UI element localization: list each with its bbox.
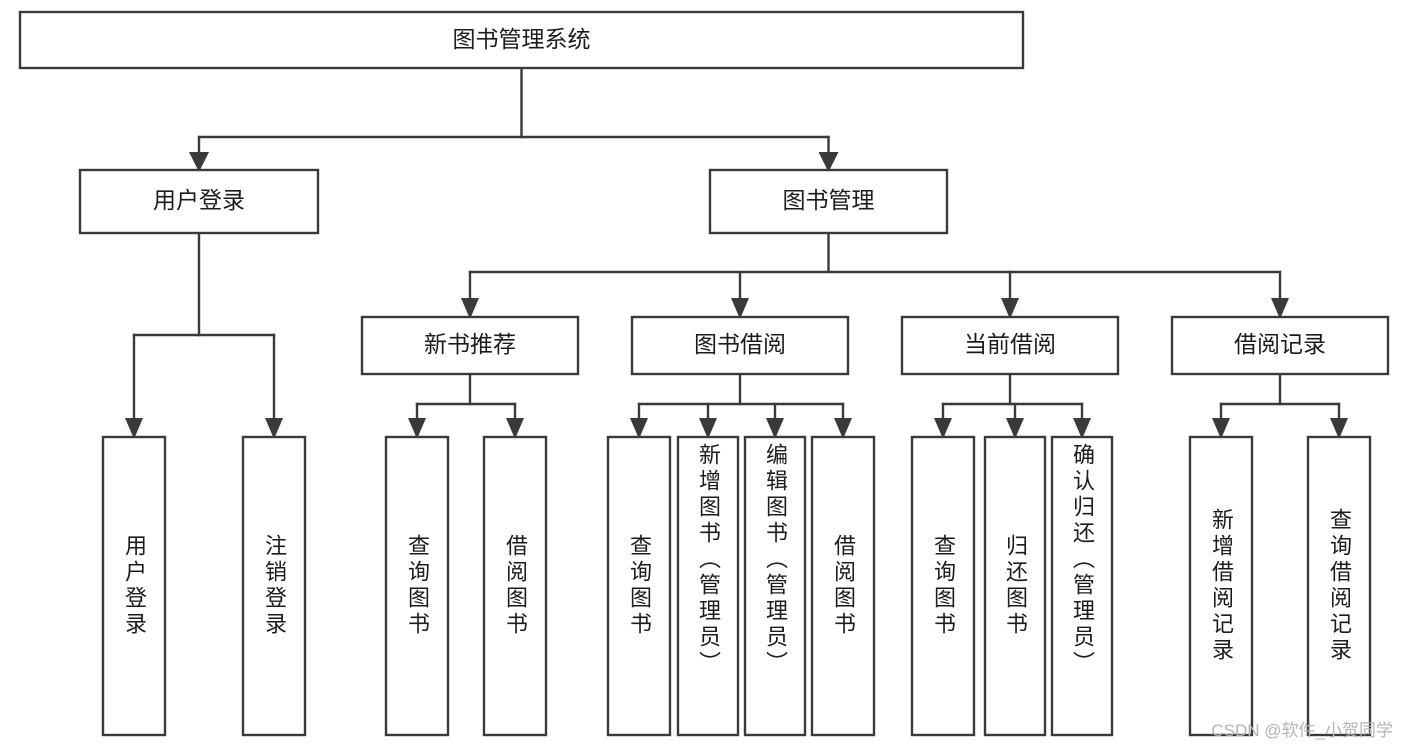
- node-current-borrow[interactable]: 当前借阅: [900, 315, 1120, 376]
- node-leaf-query-book-rec-box[interactable]: [384, 435, 450, 737]
- node-leaf-add-book-admin-label: 新增图书（管理员）: [696, 443, 721, 677]
- node-leaf-return-book[interactable]: [983, 435, 1047, 737]
- arrow-to-book-manage: [818, 152, 839, 172]
- node-leaf-add-book-admin[interactable]: [676, 435, 740, 737]
- leaf-label-wrap-add-borrow-record: 新增借阅记录: [1209, 508, 1234, 664]
- node-leaf-add-borrow-record-label: 新增借阅记录: [1209, 508, 1234, 664]
- node-leaf-add-borrow-record[interactable]: [1188, 435, 1254, 737]
- leaf-label-wrap-edit-book-admin: 编辑图书（管理员）: [763, 443, 788, 677]
- leaf-label-wrap-borrow-book-rec: 借阅图书: [503, 534, 528, 638]
- node-leaf-query-book-cb-box[interactable]: [910, 435, 976, 737]
- arrow-to-leaf-return-book: [1006, 418, 1024, 439]
- leaf-label-wrap-return-book: 归还图书: [1003, 534, 1028, 638]
- node-leaf-user-login-box[interactable]: [101, 435, 167, 737]
- node-leaf-return-book-label: 归还图书: [1003, 534, 1028, 638]
- arrow-to-leaf-user-logout: [265, 418, 283, 439]
- arrow-to-book-borrow: [731, 298, 749, 319]
- node-leaf-query-borrow-record[interactable]: [1306, 435, 1372, 737]
- node-leaf-user-logout-label: 注销登录: [262, 534, 287, 638]
- node-leaf-borrow-book-rec-label: 借阅图书: [503, 534, 528, 638]
- node-leaf-query-book-rec-label: 查询图书: [405, 534, 430, 638]
- node-leaf-confirm-return-admin-label: 确认归还（管理员）: [1070, 443, 1095, 677]
- arrow-to-leaf-query-book-bb: [630, 418, 648, 439]
- node-leaf-query-book-bb-label: 查询图书: [627, 534, 652, 638]
- leaf-label-wrap-query-book-bb: 查询图书: [627, 534, 652, 638]
- leaf-label-wrap-user-login: 用户登录: [122, 534, 147, 638]
- arrow-to-leaf-add-borrow-record: [1212, 418, 1230, 439]
- node-leaf-borrow-book-rec[interactable]: [482, 435, 548, 737]
- arrow-to-leaf-query-borrow-record: [1330, 418, 1348, 439]
- node-leaf-query-book-bb[interactable]: [606, 435, 672, 737]
- node-new-book-rec[interactable]: 新书推荐: [360, 315, 580, 376]
- leaf-label-wrap-query-book-rec: 查询图书: [405, 534, 430, 638]
- arrow-to-leaf-add-book-admin: [699, 418, 717, 439]
- node-leaf-borrow-book-bb-label: 借阅图书: [831, 534, 856, 638]
- node-root[interactable]: 图书管理系统: [18, 10, 1025, 70]
- leaf-label-wrap-query-book-cb: 查询图书: [931, 534, 956, 638]
- node-leaf-user-login[interactable]: [101, 435, 167, 737]
- leaf-label-wrap-query-borrow-record: 查询借阅记录: [1327, 508, 1352, 664]
- arrow-to-borrow-record: [1271, 298, 1289, 319]
- connector-layer: [125, 66, 1348, 439]
- node-current-borrow-label: 当前借阅: [964, 331, 1056, 357]
- node-book-manage-label: 图书管理: [783, 187, 875, 213]
- node-user-login-box[interactable]: [78, 168, 320, 235]
- node-new-book-rec-box[interactable]: [360, 315, 580, 376]
- node-borrow-record-label: 借阅记录: [1234, 331, 1326, 357]
- node-user-login-label: 用户登录: [153, 187, 245, 213]
- node-new-book-rec-label: 新书推荐: [424, 331, 516, 357]
- node-leaf-edit-book-admin-box[interactable]: [743, 435, 807, 737]
- arrow-to-leaf-borrow-book-rec: [506, 418, 524, 439]
- arrow-to-leaf-query-book-cb: [934, 418, 952, 439]
- node-leaf-borrow-book-rec-box[interactable]: [482, 435, 548, 737]
- node-book-manage[interactable]: 图书管理: [708, 168, 949, 235]
- arrow-to-new-book-rec: [461, 298, 479, 319]
- node-leaf-return-book-box[interactable]: [983, 435, 1047, 737]
- arrow-to-leaf-user-login: [125, 418, 143, 439]
- node-leaf-add-borrow-record-box[interactable]: [1188, 435, 1254, 737]
- node-user-login[interactable]: 用户登录: [78, 168, 320, 235]
- node-borrow-record[interactable]: 借阅记录: [1170, 315, 1390, 376]
- arrow-to-user-login: [189, 152, 209, 172]
- node-leaf-user-login-label: 用户登录: [122, 534, 147, 638]
- node-book-borrow-label: 图书借阅: [694, 331, 786, 357]
- node-leaf-user-logout[interactable]: [241, 435, 307, 737]
- node-book-borrow[interactable]: 图书借阅: [630, 315, 850, 376]
- node-leaf-user-logout-box[interactable]: [241, 435, 307, 737]
- leaf-label-wrap-borrow-book-bb: 借阅图书: [831, 534, 856, 638]
- arrow-to-current-borrow: [1001, 298, 1019, 319]
- node-borrow-record-box[interactable]: [1170, 315, 1390, 376]
- leaf-label-wrap-add-book-admin: 新增图书（管理员）: [696, 443, 721, 677]
- node-leaf-borrow-book-bb[interactable]: [810, 435, 876, 737]
- leaf-label-wrap-confirm-return-admin: 确认归还（管理员）: [1070, 443, 1095, 677]
- arrow-to-leaf-borrow-book-bb: [834, 418, 852, 439]
- node-leaf-query-borrow-record-box[interactable]: [1306, 435, 1372, 737]
- node-leaf-edit-book-admin-label: 编辑图书（管理员）: [763, 443, 788, 677]
- node-current-borrow-box[interactable]: [900, 315, 1120, 376]
- node-leaf-query-book-rec[interactable]: [384, 435, 450, 737]
- node-leaf-confirm-return-admin[interactable]: [1050, 435, 1114, 737]
- leaf-label-wrap-user-logout: 注销登录: [262, 534, 287, 638]
- node-book-manage-box[interactable]: [708, 168, 949, 235]
- arrow-to-leaf-query-book-rec: [408, 418, 426, 439]
- arrow-to-leaf-confirm-return-admin: [1073, 418, 1091, 439]
- node-leaf-add-book-admin-box[interactable]: [676, 435, 740, 737]
- node-root-box[interactable]: [18, 10, 1025, 70]
- node-root-label: 图书管理系统: [453, 26, 591, 52]
- node-leaf-borrow-book-bb-box[interactable]: [810, 435, 876, 737]
- node-leaf-query-book-cb-label: 查询图书: [931, 534, 956, 638]
- node-leaf-edit-book-admin[interactable]: [743, 435, 807, 737]
- arrow-to-leaf-edit-book-admin: [766, 418, 784, 439]
- node-leaf-query-book-bb-box[interactable]: [606, 435, 672, 737]
- node-leaf-query-borrow-record-label: 查询借阅记录: [1327, 508, 1352, 664]
- node-book-borrow-box[interactable]: [630, 315, 850, 376]
- node-leaf-query-book-cb[interactable]: [910, 435, 976, 737]
- node-leaf-confirm-return-admin-box[interactable]: [1050, 435, 1114, 737]
